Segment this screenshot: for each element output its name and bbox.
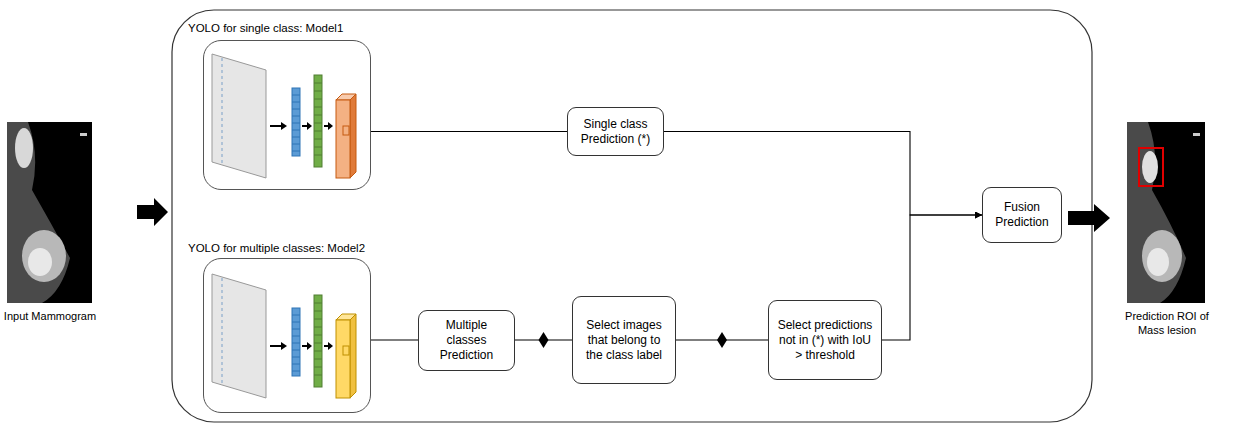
panel-heading: YOLO for multiple classes: Model2 [188,242,365,254]
process-box: Select predictions not in (*) with IoU >… [768,300,882,380]
panel-frame [203,258,371,413]
process-box: Select images that belong to the class l… [572,296,676,384]
panel-heading: YOLO for single class: Model1 [188,22,343,34]
connector [371,339,418,340]
box-text: Select images that belong to the class l… [579,318,669,363]
box-text: Select predictions not in (*) with IoU >… [775,318,875,363]
block-arrow [1068,204,1110,232]
outer-frame [172,10,1092,422]
box-text: Multiple classes Prediction [425,318,508,363]
process-box: Fusion Prediction [982,187,1062,243]
diamond-marker [539,332,549,348]
output-mammogram [1127,122,1205,303]
box-text: Single class Prediction (*) [574,117,657,147]
diamond-marker [717,332,727,348]
connector [882,215,982,340]
model-panel: YOLO for multiple classes: Model2 [188,238,418,416]
process-box: Multiple classes Prediction [418,310,515,371]
process-box: Single class Prediction (*) [567,107,664,156]
connector [371,131,567,132]
network-illustration [212,274,356,398]
connector [664,132,982,216]
block-arrow [137,198,168,226]
input-mammogram [7,122,92,303]
box-text: Fusion Prediction [989,200,1055,230]
model-panel: YOLO for single class: Model1 [188,18,388,194]
network-illustration [212,54,356,178]
image-caption: Input Mammogram [2,309,98,323]
image-caption: Prediction ROI of Mass lesion [1117,309,1217,338]
panel-frame [203,40,371,190]
